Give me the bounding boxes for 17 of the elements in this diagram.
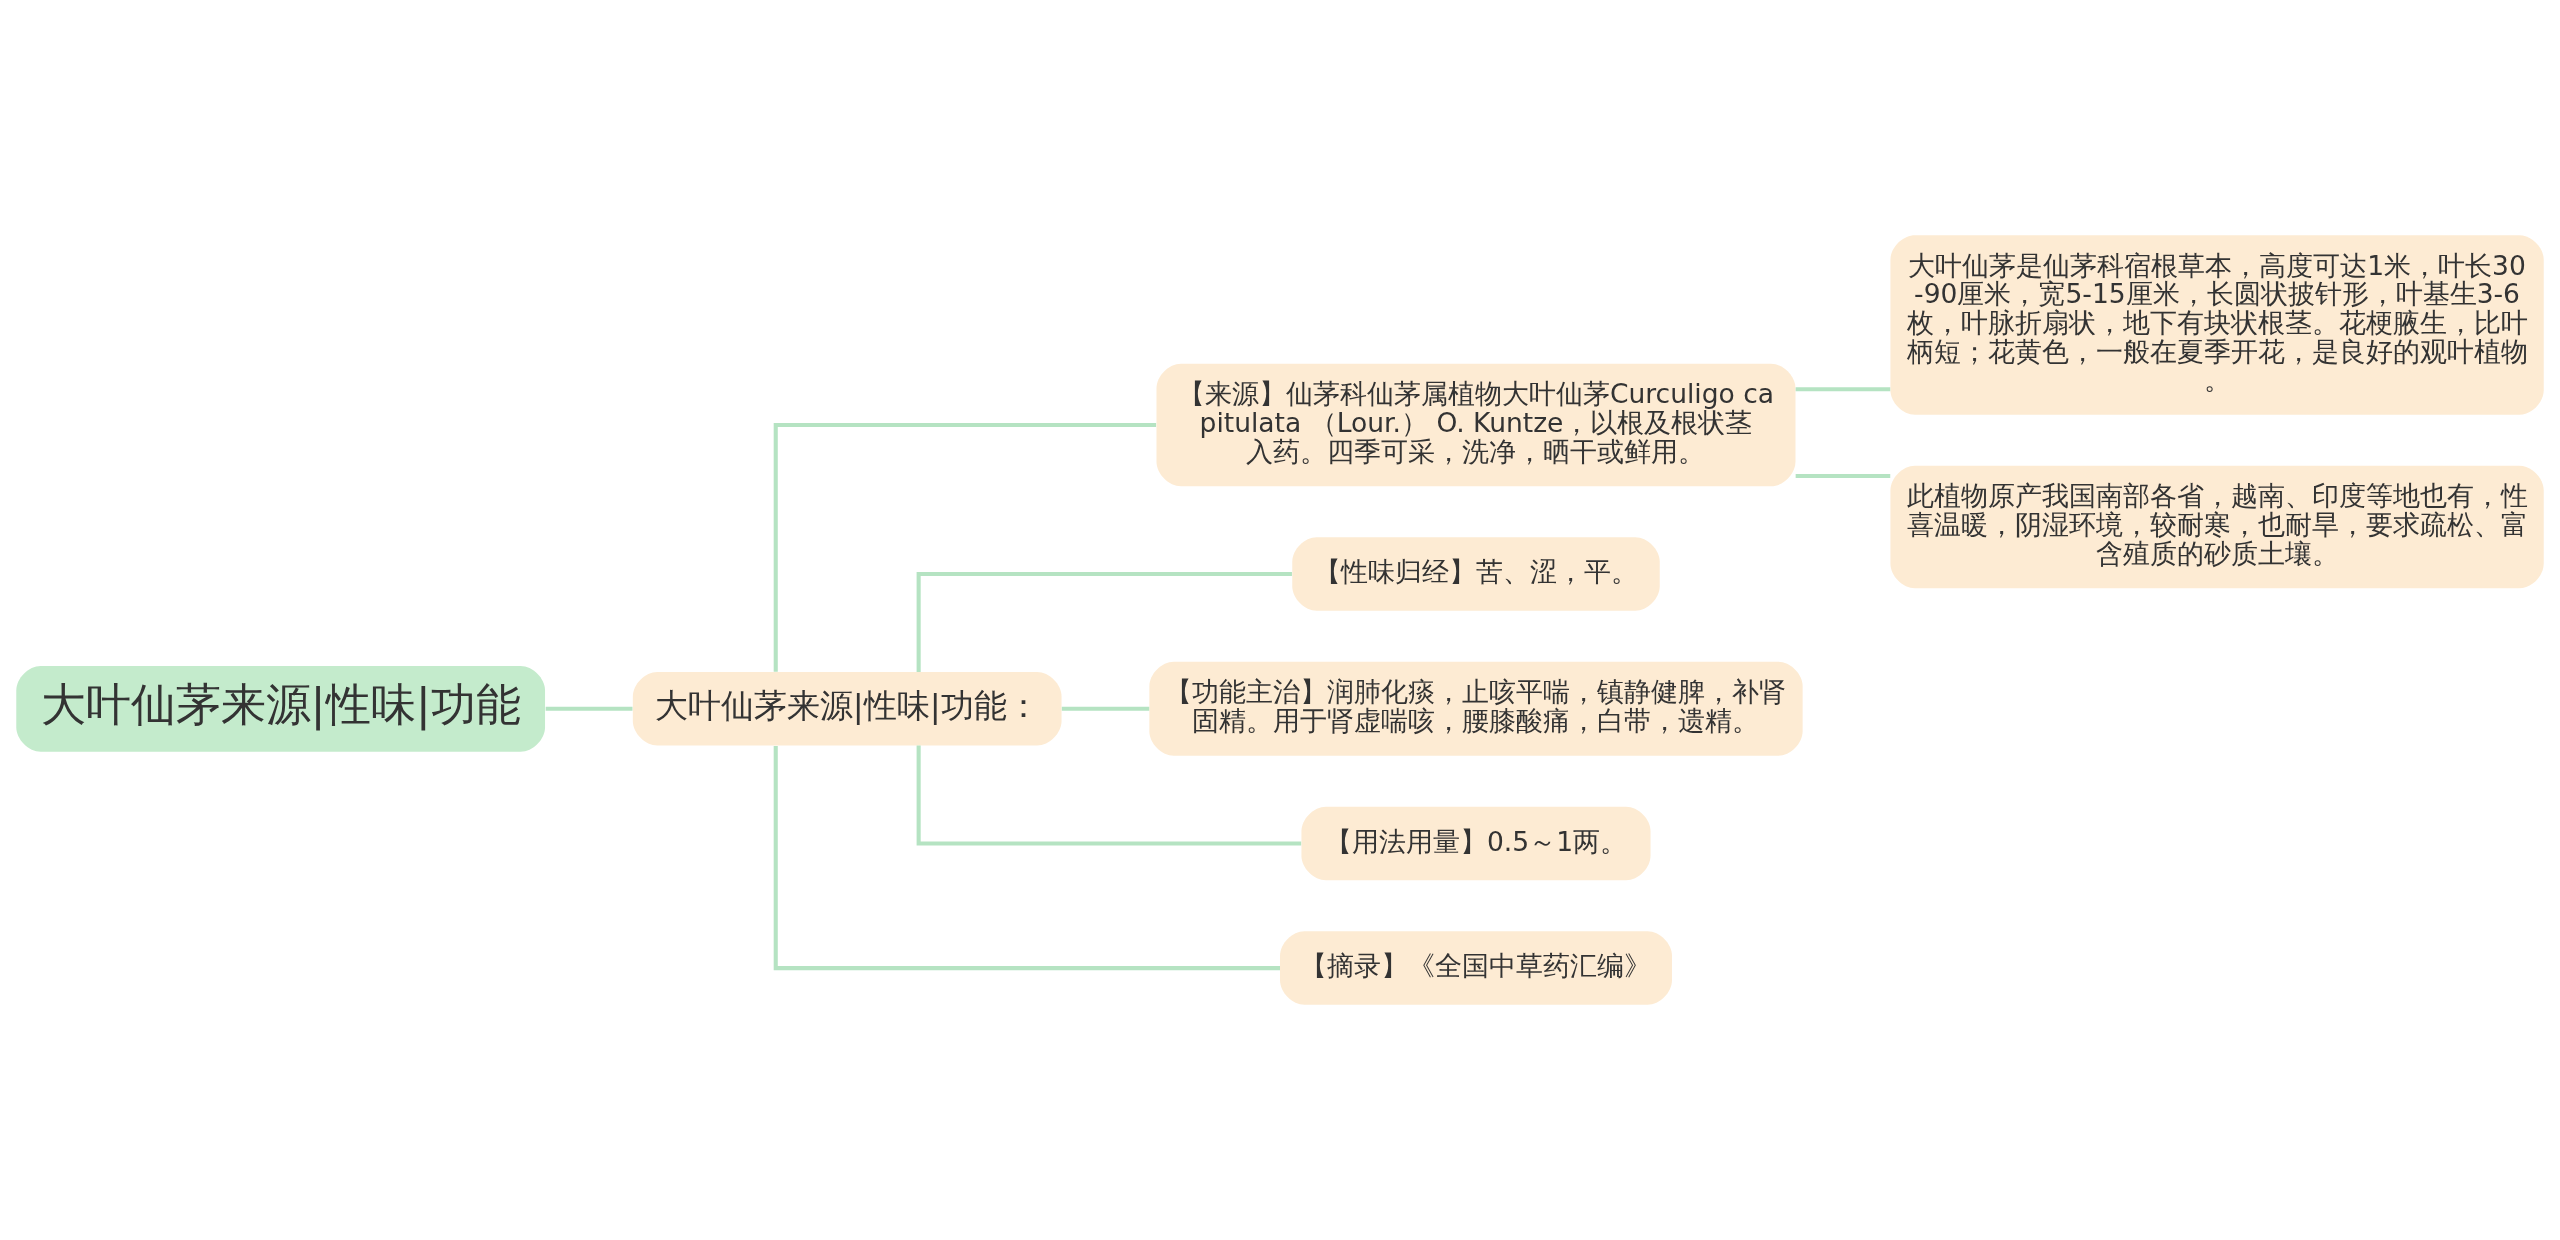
connector (1795, 387, 1891, 392)
connector (773, 745, 1280, 971)
node-box: 【摘录】《全国中草药汇编》 (1280, 931, 1672, 1005)
node-box: 【用法用量】0.5～1两。 (1301, 806, 1651, 881)
node-box: 【功能主治】润肺化痰，止咳平喘，镇静健脾，补肾固精。用于肾虚喘咳，腰膝酸痛，白带，遗精。 (1149, 661, 1803, 756)
node-box: 大叶仙茅是仙茅科宿根草本，高度可达1米，叶长30-90厘米，宽5-15厘米，长圆状披针形，叶基生3-6枚，叶脉折扇状，地下有块状根茎。花梗腋生，比叶柄短；花黄色，一般在夏季开花，是良好的观叶植物。 (1890, 235, 2544, 415)
node-box: 【来源】仙茅科仙茅属植物大叶仙茅Curculigo capitulata （Lour.） O. Kuntze，以根及根状茎入药。四季可采，洗净，晒干或鲜用。 (1156, 363, 1796, 487)
node-box: 此植物原产我国南部各省，越南、印度等地也有，性喜温暖，阴湿环境，较耐寒，也耐旱，要求疏松、富含殖质的砂质土壤。 (1890, 465, 2544, 589)
connector (773, 423, 1157, 672)
connector (1061, 706, 1150, 711)
connector (916, 745, 1302, 846)
node-box: 大叶仙茅来源|性味|功能： (632, 672, 1062, 746)
connector (916, 572, 1292, 672)
node-box: 大叶仙茅来源|性味|功能 (16, 665, 546, 752)
connector (1795, 474, 1891, 479)
node-box: 【性味归经】苦、涩，平。 (1292, 537, 1660, 611)
connector (545, 706, 633, 711)
